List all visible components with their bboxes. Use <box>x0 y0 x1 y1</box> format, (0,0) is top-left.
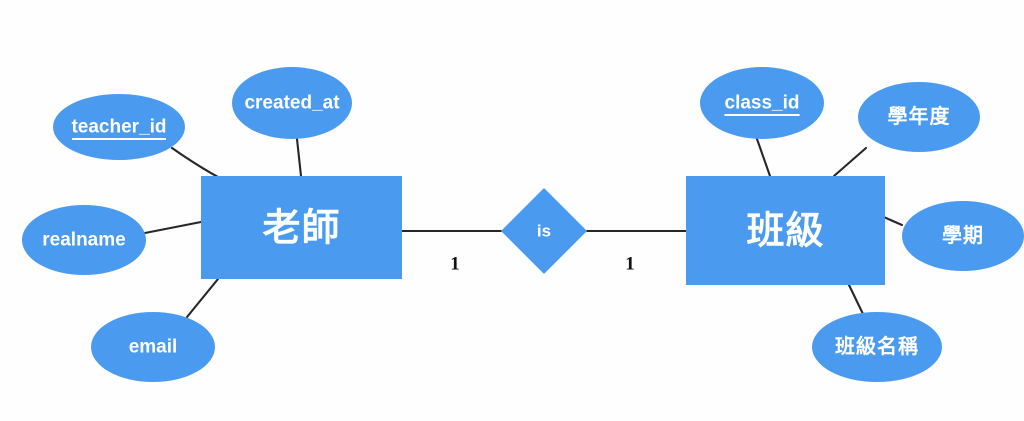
attribute-semester-ellipse[interactable] <box>902 201 1024 271</box>
cardinality-left: 1 <box>450 254 460 275</box>
attribute-school_year-label: 學年度 <box>888 104 951 128</box>
attribute-school_year[interactable]: 學年度 <box>858 82 980 152</box>
attribute-teacher_id-ellipse[interactable] <box>53 94 185 160</box>
entity-teacher[interactable]: 老師 <box>201 176 402 279</box>
attribute-realname-label: realname <box>42 230 125 251</box>
attribute-realname[interactable]: realname <box>22 205 146 275</box>
relationship-is-label: is <box>537 222 551 241</box>
attribute-created_at-label: created_at <box>244 93 340 114</box>
attribute-email-ellipse[interactable] <box>91 312 215 382</box>
attribute-class_id-label: class_id <box>725 93 800 114</box>
attribute-class_id-ellipse[interactable] <box>700 67 824 139</box>
edge-realname <box>143 220 203 235</box>
attribute-teacher_id-label: teacher_id <box>71 117 166 138</box>
edge-class-id <box>755 137 772 178</box>
attribute-realname-ellipse[interactable] <box>22 205 146 275</box>
attribute-class_name-label: 班級名稱 <box>835 334 919 358</box>
relationship-is[interactable]: is <box>501 188 587 274</box>
edge-email <box>185 277 220 319</box>
entity-teacher-box[interactable] <box>201 176 402 279</box>
edge-school-year <box>832 146 868 178</box>
attribute-created_at-ellipse[interactable] <box>232 67 352 139</box>
relationship-is-diamond[interactable] <box>501 188 587 274</box>
edge-class-name <box>847 283 865 316</box>
edge-created-at <box>295 137 303 178</box>
attribute-email-label: email <box>129 337 178 358</box>
entity-teacher-label: 老師 <box>262 208 340 250</box>
attribute-class_name-ellipse[interactable] <box>812 312 942 382</box>
attribute-email[interactable]: email <box>91 312 215 382</box>
attribute-created_at[interactable]: created_at <box>232 67 352 139</box>
attribute-school_year-ellipse[interactable] <box>858 82 980 152</box>
entity-class[interactable]: 班級 <box>686 176 885 285</box>
attribute-class_name[interactable]: 班級名稱 <box>812 312 942 382</box>
cardinality-right: 1 <box>625 254 635 275</box>
er-nodes-group: 老師 班級 teacher_id created_at realname email cla… <box>22 67 1024 382</box>
attribute-semester-label: 學期 <box>942 224 984 247</box>
attribute-semester[interactable]: 學期 <box>902 201 1024 271</box>
entity-class-label: 班級 <box>746 211 824 253</box>
attribute-teacher_id[interactable]: teacher_id <box>53 94 185 160</box>
attribute-class_id[interactable]: class_id <box>700 67 824 139</box>
entity-class-box[interactable] <box>686 176 885 285</box>
